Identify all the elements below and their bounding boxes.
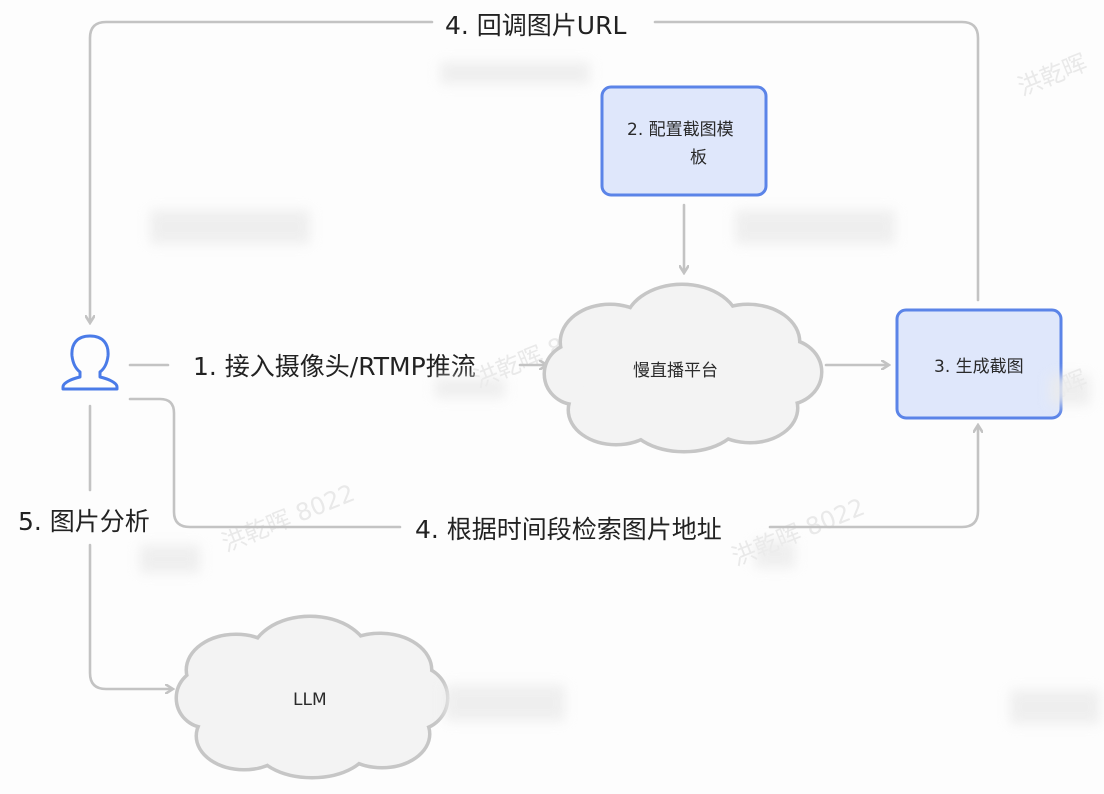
edge-analyze — [88, 404, 172, 689]
template-node[interactable]: 2. 配置截图模 板 — [600, 85, 768, 197]
llm-node[interactable]: LLM — [174, 614, 450, 780]
watermark-blur — [140, 545, 200, 573]
template-label-line2: 板 — [690, 148, 707, 168]
watermark-text: 洪乾晖 — [1014, 49, 1091, 102]
watermark-blur — [150, 210, 310, 244]
edge-label-callback: 4. 回调图片URL — [445, 11, 626, 40]
template-label-line1: 2. 配置截图模 — [627, 120, 734, 140]
edge-label-search: 4. 根据时间段检索图片地址 — [415, 515, 722, 544]
user-node[interactable] — [61, 334, 119, 391]
snapshot-label: 3. 生成截图 — [934, 357, 1024, 377]
watermark-blur — [435, 378, 505, 398]
llm-label: LLM — [293, 690, 327, 710]
watermark-blur — [445, 685, 565, 721]
cloud-shape — [542, 282, 824, 454]
user-icon — [61, 334, 119, 391]
watermark-text: 洪乾晖 8022 — [728, 493, 869, 572]
edge-search — [128, 397, 978, 529]
cloud-shape — [174, 614, 450, 780]
edge-label-analyze: 5. 图片分析 — [18, 507, 150, 536]
watermark-text: 洪乾晖 8022 — [218, 479, 359, 558]
platform-label: 慢直播平台 — [633, 360, 718, 381]
watermark-blur — [1010, 690, 1100, 724]
edge-label-push: 1. 接入摄像头/RTMP推流 — [193, 352, 476, 381]
edge-callback — [90, 20, 980, 322]
platform-node[interactable]: 慢直播平台 — [542, 282, 824, 454]
snapshot-node[interactable]: 3. 生成截图 — [895, 308, 1063, 420]
watermark-blur — [735, 210, 895, 244]
watermark-blur — [1050, 375, 1090, 405]
watermark-blur — [440, 62, 590, 84]
watermark-blur — [755, 540, 795, 568]
